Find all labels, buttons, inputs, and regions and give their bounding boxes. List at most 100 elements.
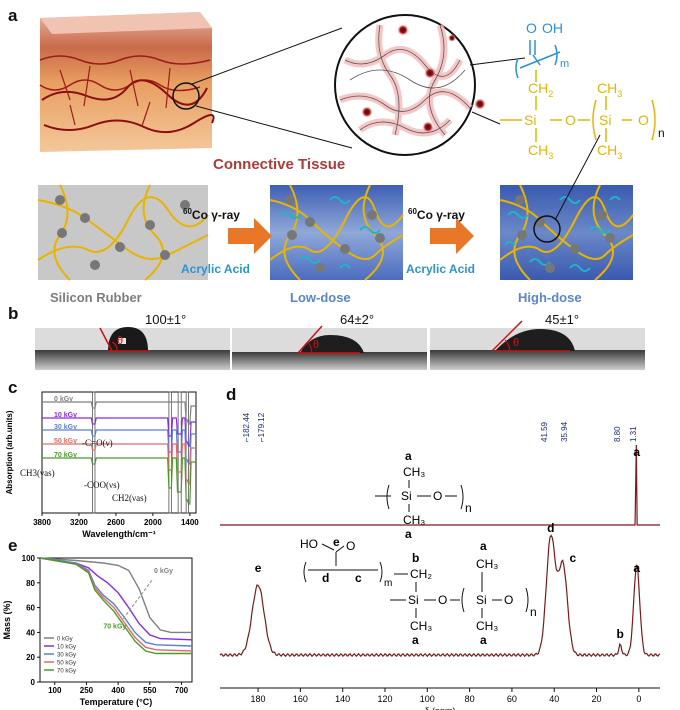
tga-annotation-70kgy: 70 kGy: [103, 624, 126, 631]
ftir-xlabel: Wavelength/cm⁻¹: [82, 529, 155, 539]
structure-ch3-right-top: CH3: [597, 80, 623, 99]
contact-angle-2: 64±2°: [340, 312, 375, 327]
bot-struct-d: d: [322, 571, 329, 585]
stage-label-low: Low-dose: [290, 290, 351, 305]
ftir-legend-1: 10 kGy: [54, 412, 77, 419]
tga-annotation-0kgy: 0 kGy: [154, 568, 173, 575]
tga-series-1: [39, 557, 193, 641]
top-struct-si: Si: [401, 489, 412, 503]
ftir-annotation-2: -COO(νs): [84, 480, 120, 490]
bot-struct-o2: O: [504, 593, 513, 607]
nmr-bottom-spectrum: [219, 534, 661, 658]
bot-struct-a-right: a: [480, 633, 487, 647]
bot-struct-c: c: [355, 571, 362, 585]
tga-xtick-label-0: 100: [48, 686, 62, 695]
top-struct-o: O: [433, 489, 442, 503]
bot-struct-a-left: a: [412, 633, 419, 647]
stage-label-silicon: Silicon Rubber: [50, 290, 142, 305]
top-struct-ch3-bot: CH₃: [403, 513, 425, 527]
structure-n: n: [658, 126, 665, 140]
ftir-guide-band: [92, 391, 96, 514]
tga-series-4: [39, 557, 192, 655]
tga-series-0: [39, 557, 192, 634]
tga-series-2: [39, 557, 193, 647]
arrow-2: [430, 218, 474, 254]
arrow-1: [228, 218, 272, 254]
panel-label-c: c: [8, 378, 18, 397]
top-struct-a-top: a: [405, 449, 412, 463]
tga-xtick-label-1: 250: [80, 686, 94, 695]
nmr-xtick-label-8: 20: [592, 694, 602, 704]
bot-struct-ch2: CH₂: [410, 567, 432, 581]
ftir-ylabel: Absorption (arb.units): [5, 410, 14, 494]
top-struct-n: n: [465, 501, 472, 515]
structure-ch3-right-bottom: CH3: [597, 142, 623, 161]
tissue-caption: Connective Tissue: [213, 156, 346, 173]
tga-ytick-label-5: 100: [22, 554, 36, 563]
tga-xtick-label-4: 700: [175, 686, 189, 695]
bot-struct-o1: O: [438, 593, 447, 607]
nmr-peak-label-d: d: [547, 521, 554, 535]
structure-carboxyl-o: O: [526, 20, 537, 36]
tga-ytick-label-1: 20: [26, 653, 35, 662]
top-struct-a-bot: a: [405, 527, 412, 541]
nmr-xtick-label-4: 100: [420, 694, 435, 704]
bot-struct-ch3-right: CH₃: [476, 619, 498, 633]
nmr-xtick-label-2: 140: [335, 694, 350, 704]
panel-label-a: a: [8, 6, 18, 25]
panel-label-b: b: [8, 304, 19, 323]
bot-struct-ho: HO: [300, 537, 318, 551]
structure-m: m: [560, 58, 570, 70]
tga-ytick-label-2: 40: [26, 628, 35, 637]
arrow1-sublabel: Acrylic Acid: [181, 262, 250, 276]
bot-struct-ch3-top: CH₃: [476, 557, 498, 571]
ftir-annotation-1: CH3(νas): [20, 468, 55, 478]
nmr-xtick-label-1: 160: [293, 694, 308, 704]
ftir-annotation-0: -C=O(ν): [82, 438, 113, 448]
arrow1-label: 60Co γ-ray: [183, 207, 240, 222]
tga-xtick-label-3: 550: [143, 686, 157, 695]
ftir-xtick-label-2: 2600: [107, 518, 125, 527]
ftir-xtick-label-4: 1400: [181, 518, 199, 527]
structure-o1: O: [565, 112, 576, 128]
bot-struct-a-top: a: [480, 539, 487, 553]
nmr-peak-label-c: c: [570, 551, 577, 565]
tga-ylabel: Mass (%): [2, 600, 12, 639]
nmr-xlabel: δ (ppm): [424, 706, 455, 710]
nmr-xtick-label-7: 40: [549, 694, 559, 704]
ftir-xtick-label-0: 3800: [33, 518, 51, 527]
top-struct-ch3-top: CH₃: [403, 465, 425, 479]
ftir-series-2: [42, 429, 196, 465]
ftir-series-0: [42, 401, 196, 425]
structure-si2: Si: [599, 112, 612, 128]
bot-struct-b: b: [412, 551, 419, 565]
ftir-annotation-3: CH2(νas): [112, 493, 147, 503]
theta-1: θ: [117, 335, 124, 347]
bot-struct-si1: Si: [408, 593, 419, 607]
nmr-xtick-label-6: 60: [507, 694, 517, 704]
tga-legend-label-4: 70 kGy: [57, 669, 76, 675]
tga-xlabel: Temperature (°C): [80, 697, 152, 707]
theta-3: θ: [513, 337, 520, 349]
ftir-xtick-label-3: 2000: [144, 518, 162, 527]
polymer-structure: [500, 40, 656, 142]
bot-struct-ch3-left: CH₃: [410, 619, 432, 633]
contact-angle-3: 45±1°: [545, 312, 580, 327]
tga-legend-label-0: 0 kGy: [57, 637, 73, 643]
nmr-xtick-label-9: 0: [636, 694, 641, 704]
stage-high-dose: [499, 134, 634, 281]
ftir-legend-3: 50 kGy: [54, 438, 77, 445]
stage-label-high: High-dose: [518, 290, 582, 305]
nmr-top-spectrum: [220, 444, 660, 526]
ftir-frame: [41, 391, 197, 514]
arrow2-sublabel: Acrylic Acid: [406, 262, 475, 276]
structure-o2: O: [638, 112, 649, 128]
ftir-series-1: [42, 417, 196, 447]
nmr-xtick-label-0: 180: [251, 694, 266, 704]
nmr-xtick-label-5: 80: [465, 694, 475, 704]
structure-ch2: CH2: [528, 80, 554, 99]
